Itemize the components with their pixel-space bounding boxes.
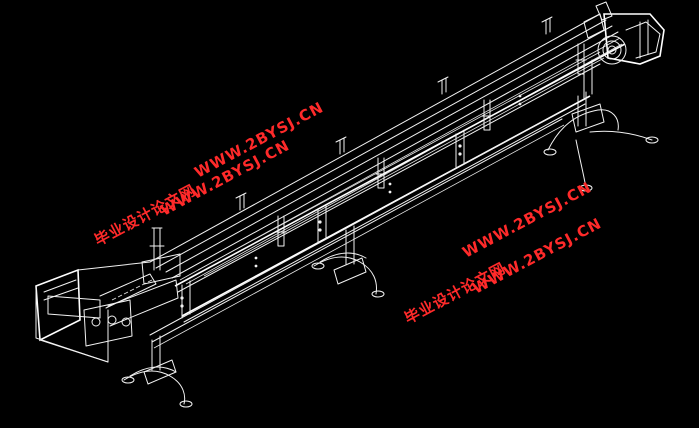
- watermark-group: 毕业设计论文网 WWW.2BYSJ.CN 毕业设计论文网 WWW.2BYSJ.C…: [91, 98, 604, 327]
- watermark-url: WWW.2BYSJ.CN: [469, 214, 604, 297]
- frame-joints: [181, 59, 593, 319]
- support-legs: [121, 91, 659, 408]
- support-leg: [311, 225, 385, 298]
- tail-end-assembly: [35, 227, 181, 363]
- conveyor-frame: [149, 13, 626, 349]
- drive-motor-assembly: [583, 1, 665, 65]
- support-leg: [121, 335, 193, 408]
- guide-brackets: [235, 16, 587, 247]
- watermark-url: WWW.2BYSJ.CN: [459, 178, 594, 261]
- bolt-holes: [180, 94, 522, 308]
- support-leg: [543, 91, 659, 192]
